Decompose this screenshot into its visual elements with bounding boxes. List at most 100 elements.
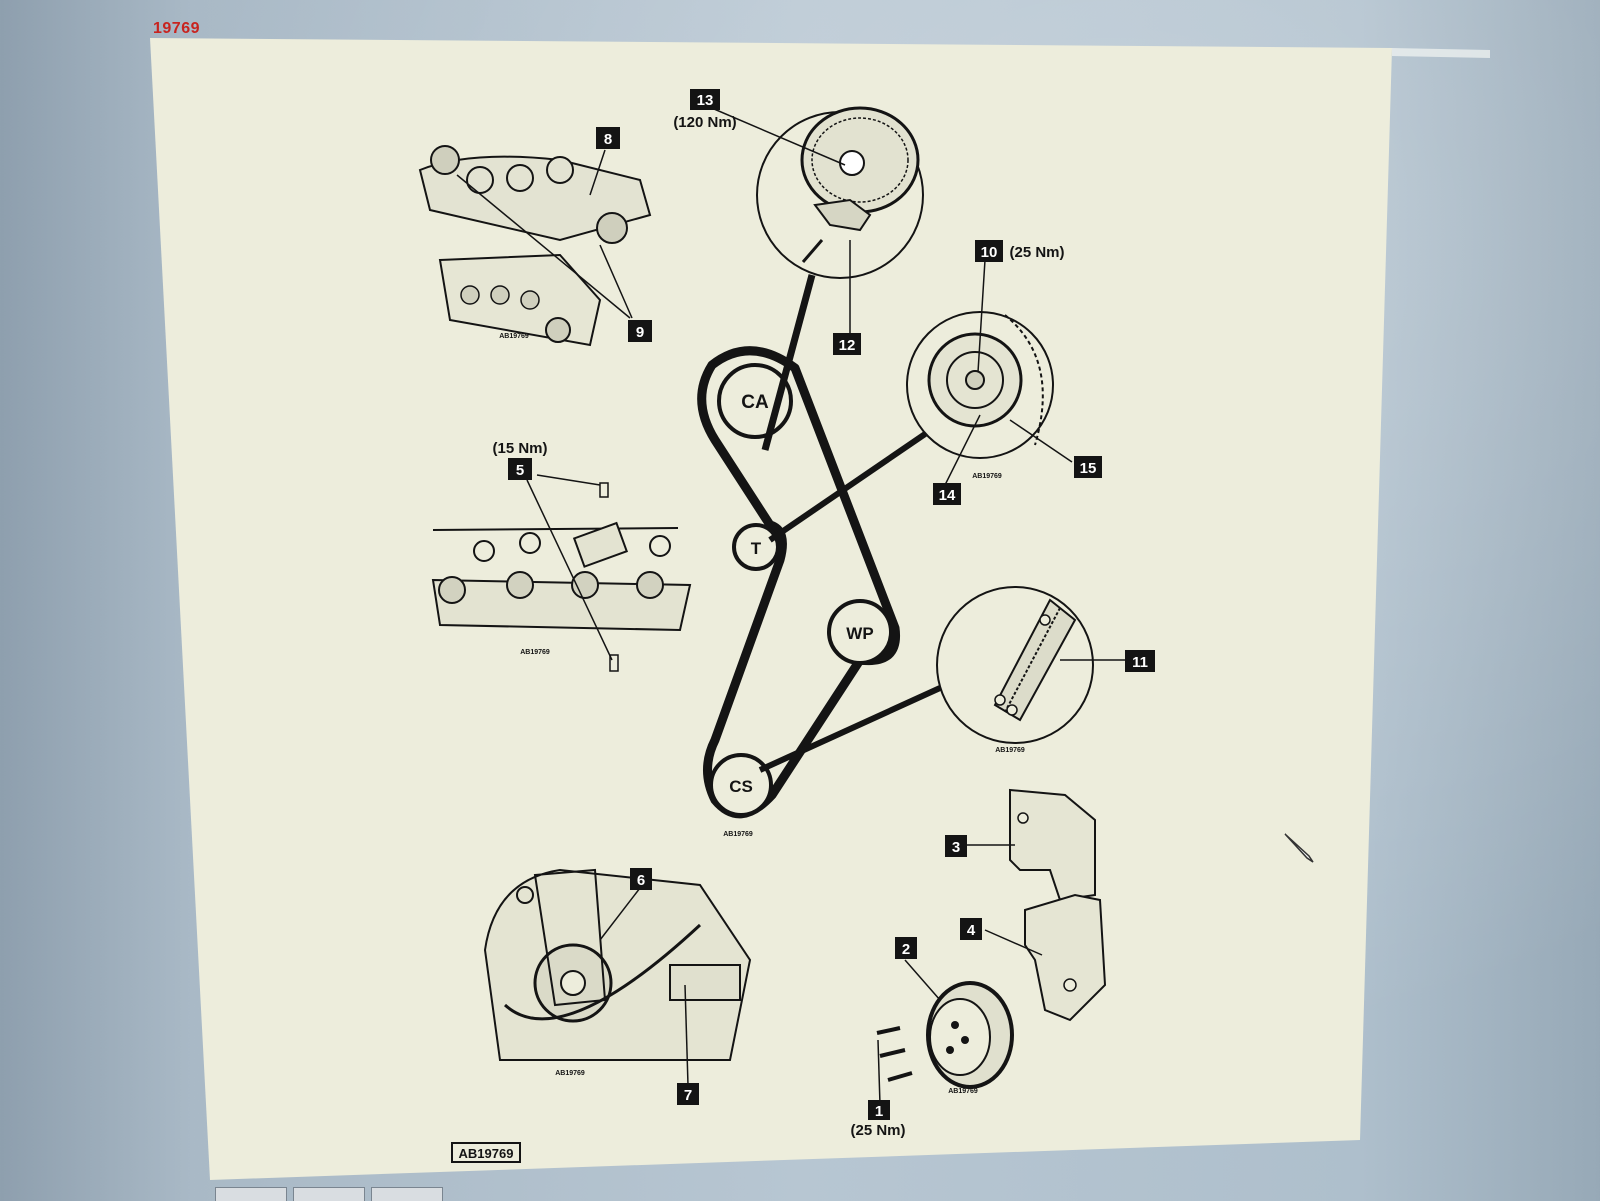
- belt-detail-ref-2: AB19769: [995, 747, 1025, 754]
- lower-cover-hole: [1063, 978, 1077, 992]
- lower-cover: [1024, 893, 1107, 1022]
- toolbar-button-3[interactable]: [371, 1187, 443, 1201]
- cylinder-head-body: [431, 578, 692, 632]
- viewer-toolbar: [215, 1187, 443, 1201]
- belt-detail: 11 AB19769: [936, 586, 1155, 754]
- tensioner-detail-ref: AB19769: [972, 473, 1002, 480]
- callout-12: [833, 333, 861, 355]
- clamp-bolt-top: [599, 482, 609, 498]
- belt-roller-2: [1006, 704, 1018, 716]
- callout-10-torque: (25 Nm): [1009, 244, 1064, 261]
- crank-pulley-detail-ref: AB19769: [948, 1088, 978, 1095]
- callout-7: [677, 1083, 699, 1105]
- head-port-2: [519, 532, 541, 554]
- cam-lower-lobe-2: [490, 285, 510, 305]
- callout-15: [1074, 456, 1102, 478]
- tensioner-inner-ring: [946, 351, 1004, 409]
- callout-11-label: 11: [1132, 654, 1148, 671]
- callout-9-label: 9: [636, 324, 644, 341]
- leader-6: [599, 887, 641, 941]
- callout-4: [960, 918, 982, 940]
- crank-pulley-inner: [929, 998, 991, 1076]
- callout-15-label: 15: [1080, 460, 1097, 477]
- callout-14-label: 14: [939, 487, 956, 504]
- leader-4: [984, 929, 1043, 956]
- callout-10-label: 10: [981, 244, 998, 261]
- injectors-detail: 5 (15 Nm) AB19769: [431, 440, 692, 672]
- tensioner-detail: 10 (25 Nm) 14 15 AB19769: [906, 240, 1102, 505]
- pulley-crankshaft: [709, 753, 773, 817]
- leader-7: [684, 984, 689, 1086]
- crank-pulley-hole-3: [946, 1046, 954, 1054]
- injector-3: [571, 571, 599, 599]
- leader-belt-detail: [758, 685, 942, 773]
- guide-rail: [533, 868, 607, 1007]
- injector-clamp: [572, 521, 629, 568]
- callout-5-torque: (15 Nm): [492, 440, 547, 457]
- crank-sprocket-hub: [560, 970, 586, 996]
- callout-5: [508, 458, 532, 480]
- clamp-bolt-bottom: [609, 654, 619, 672]
- leader-13: [699, 102, 846, 166]
- callout-2: [895, 937, 917, 959]
- sprocket-hub: [839, 150, 865, 176]
- cam-gear-left: [430, 145, 460, 175]
- callout-8: [596, 127, 620, 149]
- crank-pulley-hole-1: [951, 1021, 959, 1029]
- leader-8: [589, 149, 606, 196]
- callout-1: [868, 1100, 890, 1120]
- injector-1: [438, 576, 466, 604]
- callout-12-label: 12: [839, 337, 856, 354]
- tensioner-belt-teeth: [1004, 314, 1044, 446]
- injectors-detail-ref: AB19769: [520, 649, 550, 656]
- camshaft-pulley-detail: 13 (120 Nm) 12: [673, 89, 924, 355]
- head-port-1: [473, 540, 495, 562]
- camshafts-detail-ref: AB19769: [499, 333, 529, 340]
- cam-lower-lobe-1: [460, 285, 480, 305]
- callout-1-label: 1: [875, 1103, 883, 1120]
- camshafts-detail: 8 9 AB19769: [418, 127, 652, 347]
- injector-2: [506, 571, 534, 599]
- callout-6: [630, 868, 652, 890]
- crank-area-detail: 6 7 AB19769: [483, 868, 752, 1105]
- callout-6-label: 6: [637, 872, 645, 889]
- figure-ref-box: [451, 1142, 521, 1163]
- figure-ref-label: AB19769: [459, 1146, 514, 1161]
- document-id: 19769: [153, 20, 200, 37]
- leader-tensioner: [768, 429, 930, 543]
- callout-3: [945, 835, 967, 857]
- crank-bolt-1: [876, 1026, 901, 1035]
- callout-13: [690, 89, 720, 110]
- crank-sensor: [669, 964, 741, 1001]
- pulley-camshaft-label: CA: [741, 392, 769, 413]
- callout-13-torque: (120 Nm): [673, 114, 736, 131]
- sprocket-teeth: [811, 117, 909, 203]
- belt-routing: CA T WP CS AB19769: [697, 274, 942, 838]
- crank-area-detail-ref: AB19769: [555, 1070, 585, 1077]
- cylinder-head-top: [432, 527, 679, 531]
- belt-roller-3: [1039, 614, 1051, 626]
- leader-9b: [599, 244, 633, 319]
- callout-9: [628, 320, 652, 342]
- sprocket-mount: [813, 198, 872, 232]
- injector-4: [636, 571, 664, 599]
- cam-lobe-1: [466, 166, 494, 194]
- locking-pin: [801, 239, 824, 263]
- pen-cursor-icon: [1284, 833, 1314, 863]
- belt-detail-ref: AB19769: [723, 831, 753, 838]
- callout-11: [1125, 650, 1155, 672]
- covers-detail: 3 4: [945, 788, 1107, 1022]
- cam-lower-gear: [545, 317, 571, 343]
- toolbar-button-2[interactable]: [293, 1187, 365, 1201]
- leader-15: [1009, 419, 1073, 463]
- callout-5-label: 5: [516, 462, 524, 479]
- pulley-crankshaft-label: CS: [729, 777, 753, 796]
- toolbar-button-1[interactable]: [215, 1187, 287, 1201]
- belt-section: [993, 598, 1077, 722]
- pulley-water-pump-label: WP: [846, 624, 873, 643]
- head-port-3: [649, 535, 671, 557]
- tensioner-nut: [965, 370, 985, 390]
- pulley-water-pump: [827, 599, 893, 665]
- upper-cover-hole: [1017, 812, 1029, 824]
